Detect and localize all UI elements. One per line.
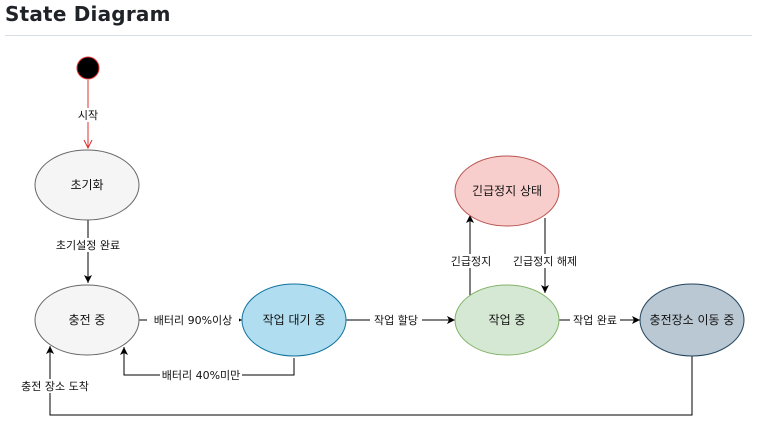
edge-label-estop-release: 긴급정지 해제: [513, 254, 577, 268]
state-node-init: 초기화: [34, 149, 140, 221]
state-node-working: 작업 중: [454, 284, 560, 356]
state-node-emergency: 긴급정지 상태: [454, 155, 560, 227]
state-node-charging: 충전 중: [34, 284, 140, 356]
edge-label-init-done: 초기설정 완료: [56, 239, 120, 252]
start-node: [76, 56, 100, 80]
edge-label-estop: 긴급정지: [451, 255, 491, 268]
edge-label-battery-high: 배터리 90%이상: [154, 314, 233, 327]
state-label-moving: 충전장소 이동 중: [650, 313, 735, 327]
page-title: State Diagram: [5, 2, 171, 26]
title-divider: [5, 35, 752, 36]
edge-start: 시작: [76, 80, 100, 150]
edge-waiting-to-charging: 배터리 40%미만: [120, 347, 295, 382]
edge-init-to-charging: 초기설정 완료: [50, 216, 126, 283]
edge-label-work-done: 작업 완료: [573, 314, 617, 327]
state-label-emergency: 긴급정지 상태: [472, 184, 542, 198]
edge-charging-to-waiting: 배터리 90%이상: [139, 313, 242, 327]
state-node-waiting: 작업 대기 중: [241, 283, 347, 357]
state-label-init: 초기화: [70, 178, 103, 192]
state-label-working: 작업 중: [489, 313, 526, 327]
edge-label-arrived: 충전 장소 도착: [21, 380, 89, 393]
state-node-moving: 충전장소 이동 중: [639, 283, 745, 357]
edge-emergency-to-working: 긴급정지 해제: [508, 218, 582, 293]
edge-label-assign: 작업 할당: [374, 314, 418, 327]
edge-waiting-to-working: 작업 할당: [346, 313, 455, 327]
edge-label-start: 시작: [78, 109, 98, 122]
state-label-waiting: 작업 대기 중: [263, 313, 326, 327]
edge-working-to-emergency: 긴급정지: [448, 215, 494, 296]
state-label-charging: 충전 중: [69, 313, 106, 327]
edge-moving-to-charging: 충전 장소 도착: [18, 346, 693, 416]
edge-label-battery-low: 배터리 40%미만: [162, 369, 241, 382]
edge-working-to-moving: 작업 완료: [559, 313, 640, 327]
